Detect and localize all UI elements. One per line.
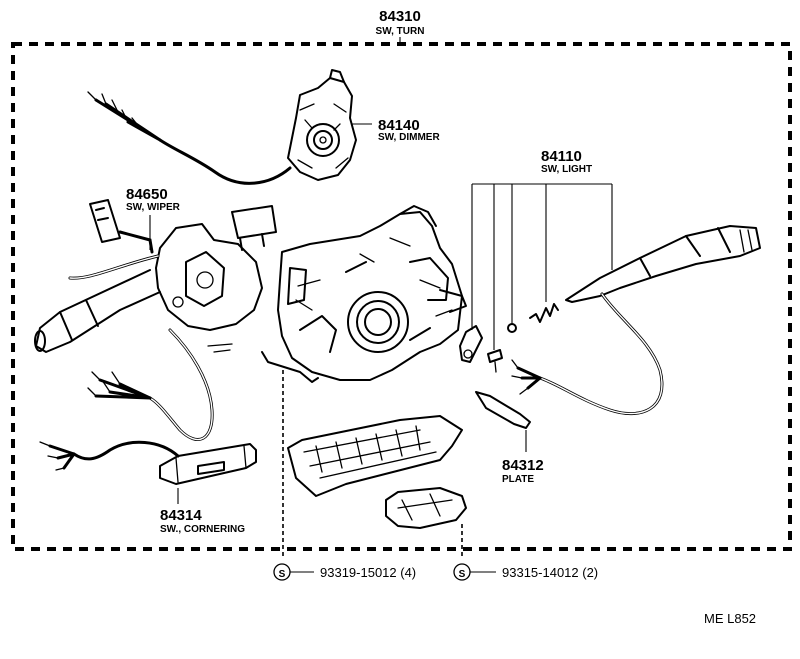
light-part-number: 84110 [541,148,582,165]
screw-b-symbol: S [459,569,466,580]
cornering-name: SW., CORNERING [160,524,245,535]
dimmer-switch-drawing [87,69,357,185]
wiper-part-number: 84650 [126,186,168,203]
assembly-part-number: 84310 [379,8,421,25]
screw-callout-b: S 93315-14012 (2) [453,563,598,581]
cornering-part-number: 84314 [160,507,202,524]
plate-drawing [287,415,467,529]
screw-a-symbol: S [279,569,286,580]
plate-part-number: 84312 [502,457,544,474]
assembly-name: SW, TURN [376,26,425,37]
assembly-frame [11,42,792,551]
cornering-switch-drawing [39,440,257,485]
wiper-name: SW, WIPER [126,202,181,213]
plate-name: PLATE [502,474,534,485]
dimmer-part-number: 84140 [378,117,420,134]
dimmer-name: SW, DIMMER [378,132,440,143]
screw-callout-a: S 93319-15012 (4) [273,563,416,581]
wiper-switch-drawing [34,199,277,441]
screw-b-part-number: 93315-14012 (2) [502,565,598,580]
turn-switch-body-drawing [261,205,467,383]
reference-code: ME L852 [704,611,756,626]
screw-a-part-number: 93319-15012 (4) [320,565,416,580]
light-switch-drawing [459,183,761,429]
light-name: SW, LIGHT [541,164,592,175]
